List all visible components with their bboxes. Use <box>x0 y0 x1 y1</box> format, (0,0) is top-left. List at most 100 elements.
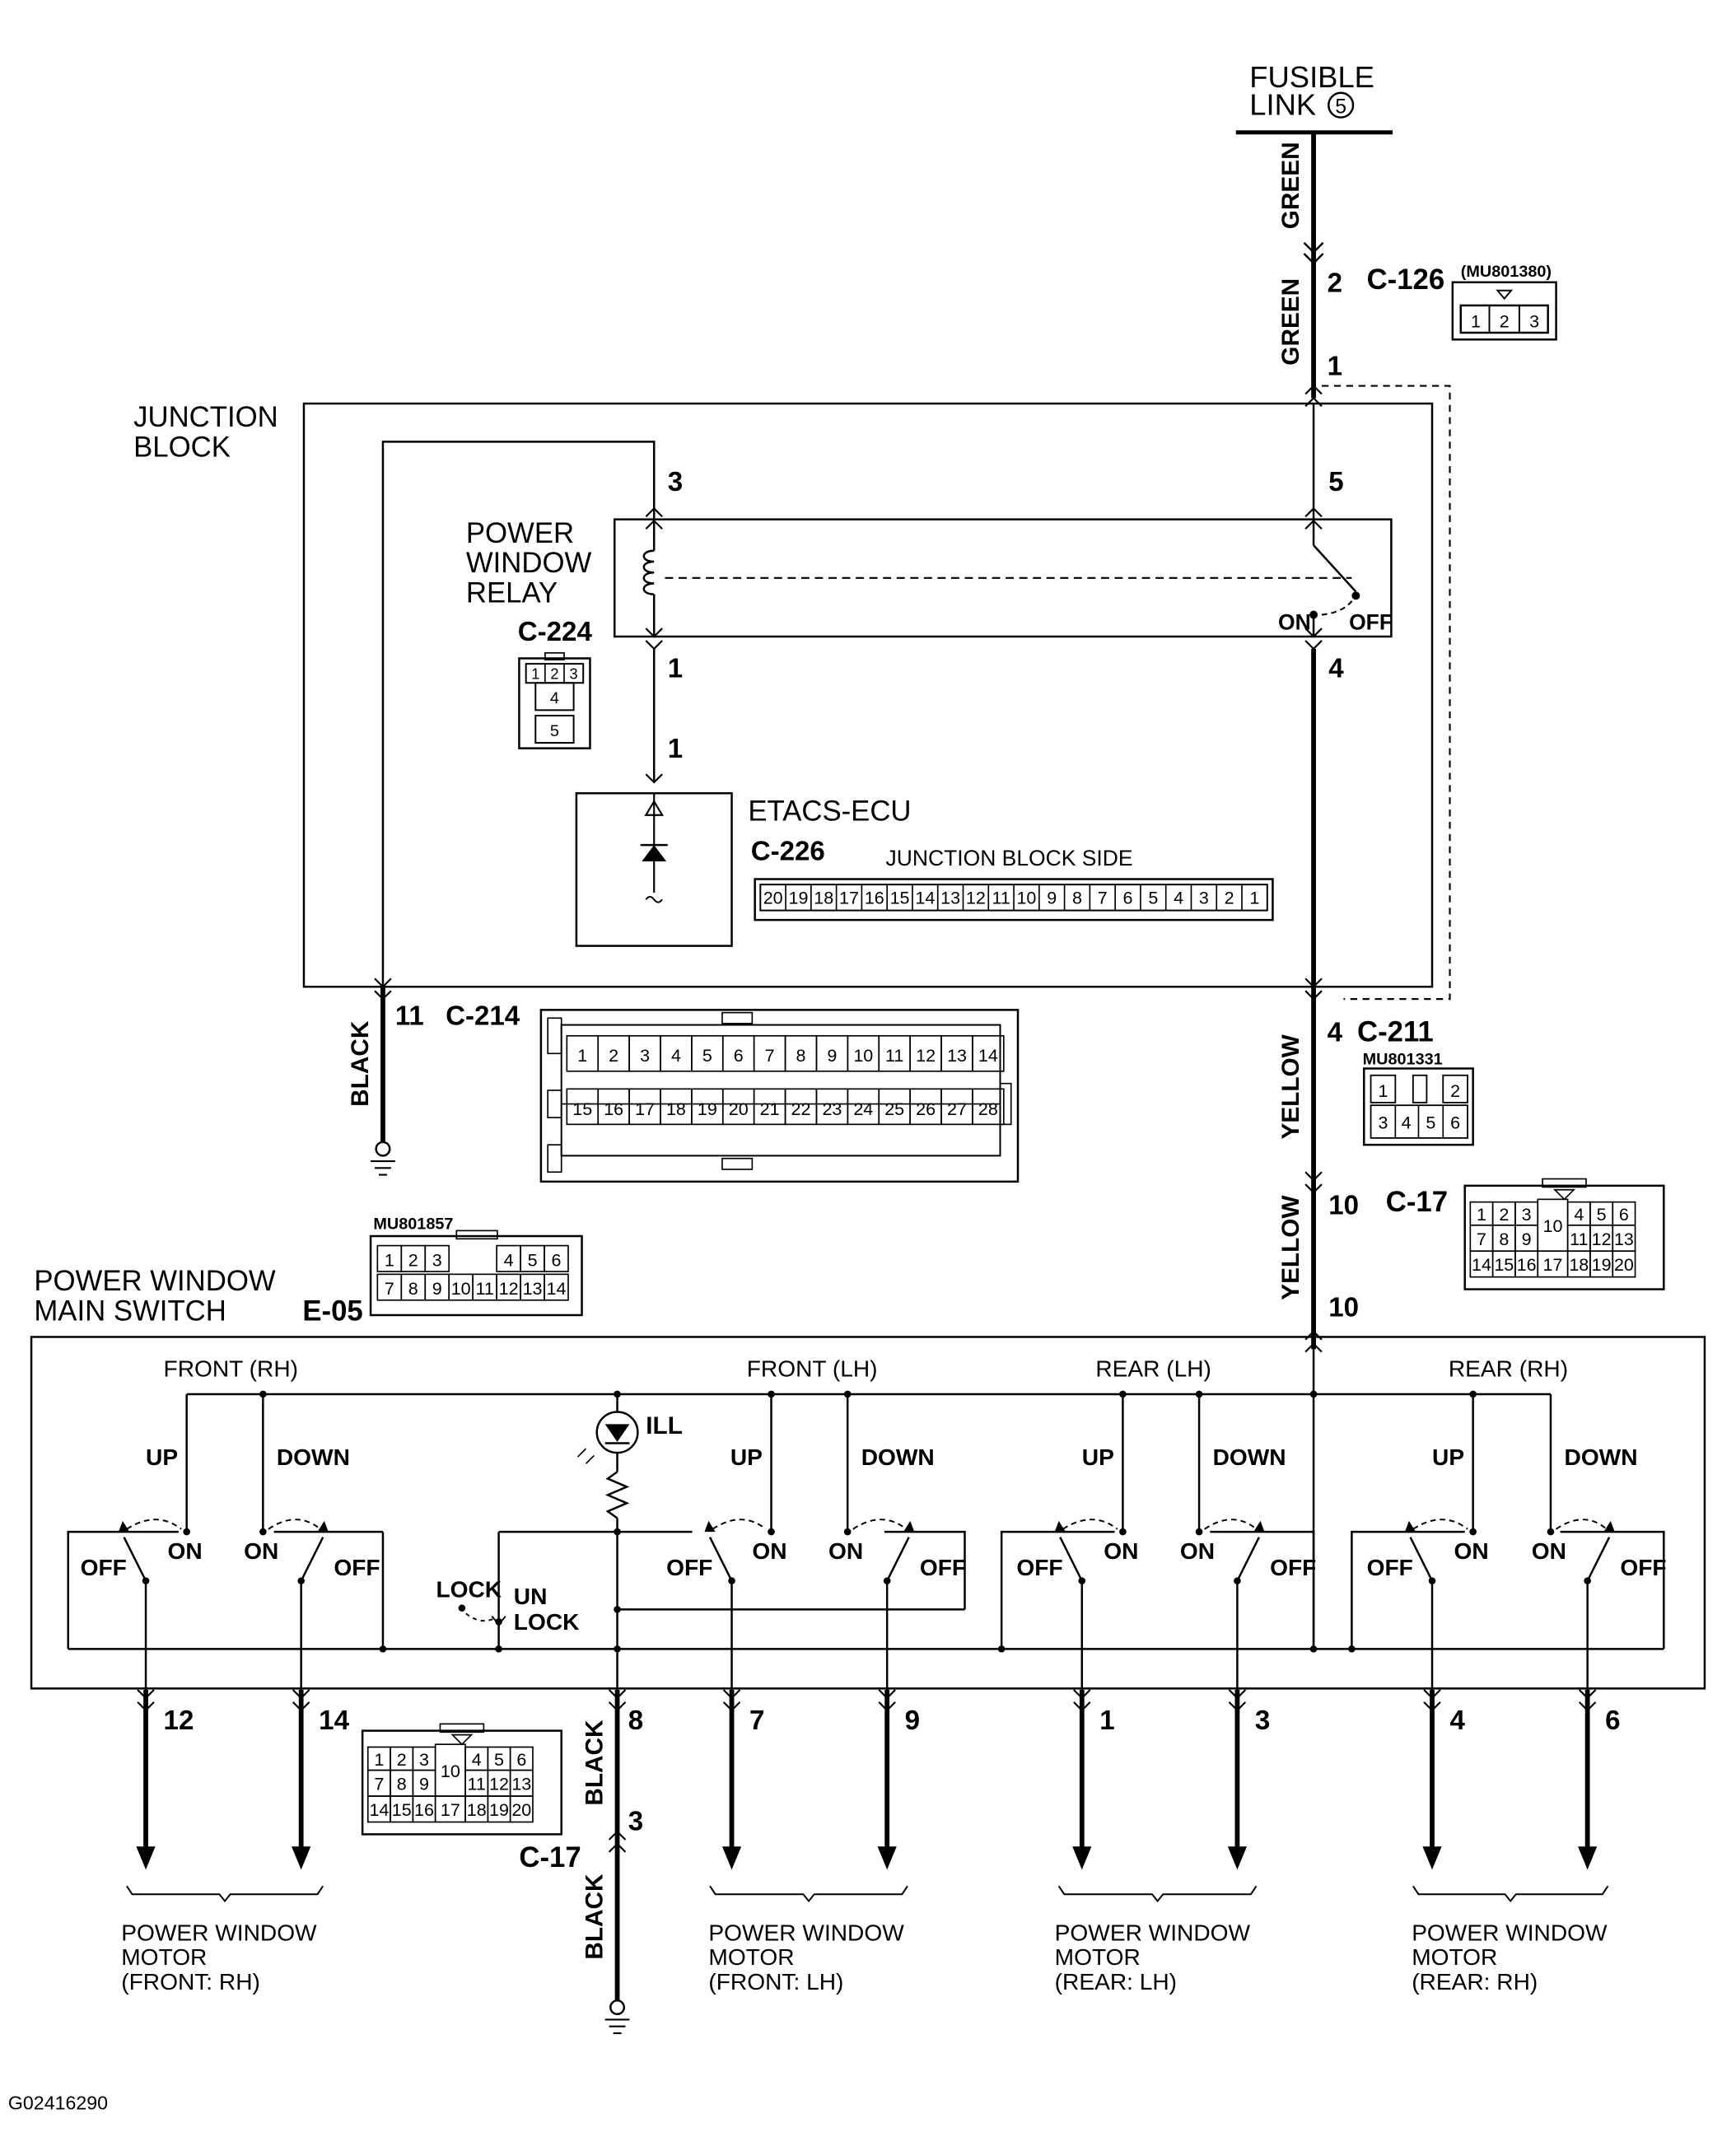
unlock-label-1: UN <box>514 1584 548 1609</box>
wire-color-green-1: GREEN <box>1277 142 1304 229</box>
c226-face-pin-8: 8 <box>1072 888 1082 908</box>
c226-face-pin-12: 12 <box>966 888 986 908</box>
c214-face-pin-28: 28 <box>978 1099 998 1119</box>
c226-face-pin-6: 6 <box>1123 888 1133 908</box>
c17-face-pin-7: 7 <box>374 1775 384 1794</box>
c17-face-pin-8: 8 <box>1499 1229 1509 1249</box>
c214-face-pin-17: 17 <box>635 1099 655 1119</box>
c126-face-pin-1: 1 <box>1471 311 1481 331</box>
output-pin-9: 9 <box>905 1705 920 1736</box>
c224-face-pin-1: 1 <box>531 665 539 682</box>
switch-off-label: OFF <box>81 1555 127 1580</box>
c214-face-pin-3: 3 <box>640 1046 650 1066</box>
relay-off-label: OFF <box>1349 610 1393 635</box>
c224-face-pin-4: 4 <box>550 689 559 707</box>
c211-face-pin-1: 1 <box>1378 1081 1388 1101</box>
c17-face-pin-14: 14 <box>369 1800 389 1820</box>
c214-face-pin-11: 11 <box>885 1046 903 1066</box>
c214-face-pin-25: 25 <box>884 1099 904 1119</box>
output-wire-4: 4 <box>1422 1689 1466 1870</box>
c226-face-pin-18: 18 <box>814 888 833 908</box>
figure-id: G02416290 <box>8 2093 108 2114</box>
output-wire-14: 14 <box>292 1689 350 1870</box>
c17-face-pin-11: 11 <box>1570 1229 1588 1249</box>
main-switch-label-1: POWER WINDOW <box>34 1266 275 1297</box>
c214-face-pin-19: 19 <box>698 1099 717 1119</box>
c214-face-pin-14: 14 <box>978 1046 998 1066</box>
c226-side-label: JUNCTION BLOCK SIDE <box>886 846 1133 870</box>
c17-face-pin-4: 4 <box>1574 1205 1584 1225</box>
switch-down-label: DOWN <box>1213 1444 1286 1470</box>
switch-off-label: OFF <box>920 1555 966 1580</box>
output-pin-1: 1 <box>1099 1705 1114 1736</box>
output-pin-14: 14 <box>319 1705 349 1736</box>
wire-color-black-3: BLACK <box>581 1873 608 1960</box>
fusible-link-number: 5 <box>1335 96 1346 119</box>
c226-face-pin-4: 4 <box>1174 888 1183 908</box>
c17-face-pin-16: 16 <box>414 1800 434 1820</box>
c17-face-pin-15: 15 <box>392 1800 412 1820</box>
output-wire-3: 3 <box>1227 1689 1270 1870</box>
output-wire-9: 9 <box>877 1689 920 1870</box>
c214-ground-wire: 11 C-214 BLACK <box>347 978 520 1176</box>
c214-pin: 11 <box>395 1001 424 1032</box>
junction-block: JUNCTION BLOCK <box>133 385 1451 1001</box>
c226-code: C-226 <box>751 836 825 866</box>
c211-code: C-211 <box>1357 1016 1434 1048</box>
c226-face-pin-9: 9 <box>1047 888 1057 908</box>
output-pin-4: 4 <box>1450 1705 1466 1736</box>
c214-face-pin-20: 20 <box>729 1099 749 1119</box>
wire-color-black-2: BLACK <box>581 1719 608 1806</box>
ecu-pin-1: 1 <box>668 734 683 764</box>
switch-up-label: UP <box>730 1444 763 1470</box>
motor-label-line-2: MOTOR <box>1055 1944 1141 1970</box>
c17-face-pin-19: 19 <box>1592 1255 1612 1275</box>
c17-face-pin-18: 18 <box>1569 1255 1589 1275</box>
switch-on-label: ON <box>1454 1538 1488 1564</box>
switch-on-label: ON <box>1532 1538 1566 1564</box>
c226-face-pin-10: 10 <box>1016 888 1036 908</box>
switch-on-label: ON <box>752 1538 786 1564</box>
c17-face-pin-8: 8 <box>397 1775 407 1794</box>
fusible-link-number-circle <box>1328 91 1355 119</box>
c211-face-pin-5: 5 <box>1426 1113 1435 1132</box>
c17-face-pin-2: 2 <box>397 1750 407 1770</box>
c226-face-pin-16: 16 <box>865 888 884 908</box>
c214-face-pin-27: 27 <box>947 1099 967 1119</box>
c17-face-pin-20: 20 <box>511 1800 531 1820</box>
c17-face-pin-15: 15 <box>1494 1255 1514 1275</box>
ecu-name: ETACS-ECU <box>748 796 911 827</box>
relay-pin-3: 3 <box>668 467 683 497</box>
c214-face-pin-16: 16 <box>604 1099 623 1119</box>
c17-face-pin-6: 6 <box>1619 1205 1629 1225</box>
c17-face-pin-10: 10 <box>441 1761 460 1781</box>
motor-label-line-3: (FRONT: RH) <box>121 1969 260 1995</box>
e05-code: E-05 <box>302 1296 362 1327</box>
c126-pin-in: 2 <box>1328 268 1342 298</box>
c214-face-pin-22: 22 <box>791 1099 811 1119</box>
switch-down-label: DOWN <box>1565 1444 1638 1470</box>
main-switch-pin-in: 10 <box>1328 1293 1359 1323</box>
c126-face-pin-2: 2 <box>1500 311 1510 331</box>
switch-off-label: OFF <box>1016 1555 1062 1580</box>
c214-face-pin-21: 21 <box>760 1099 780 1119</box>
c224-face-pin-3: 3 <box>570 665 578 682</box>
c214-face-pin-4: 4 <box>671 1046 681 1066</box>
output-wire-12: 12 <box>136 1689 194 1870</box>
motor-label-line-1: POWER WINDOW <box>708 1920 904 1945</box>
c17-face-pin-3: 3 <box>419 1750 429 1770</box>
c17-face-pin-18: 18 <box>467 1800 487 1820</box>
etacs-ecu: 1 ETACS-ECU C-226 JUNCTION BLOCK SIDE <box>575 648 1133 947</box>
output-pin-7: 7 <box>749 1705 764 1736</box>
switch-off-label: OFF <box>1620 1555 1666 1580</box>
motor-label-line-1: POWER WINDOW <box>1412 1920 1608 1945</box>
e05-face-pin-1: 1 <box>385 1250 394 1270</box>
e05-face-pin-3: 3 <box>432 1250 442 1270</box>
c214-face-pin-10: 10 <box>853 1046 873 1066</box>
